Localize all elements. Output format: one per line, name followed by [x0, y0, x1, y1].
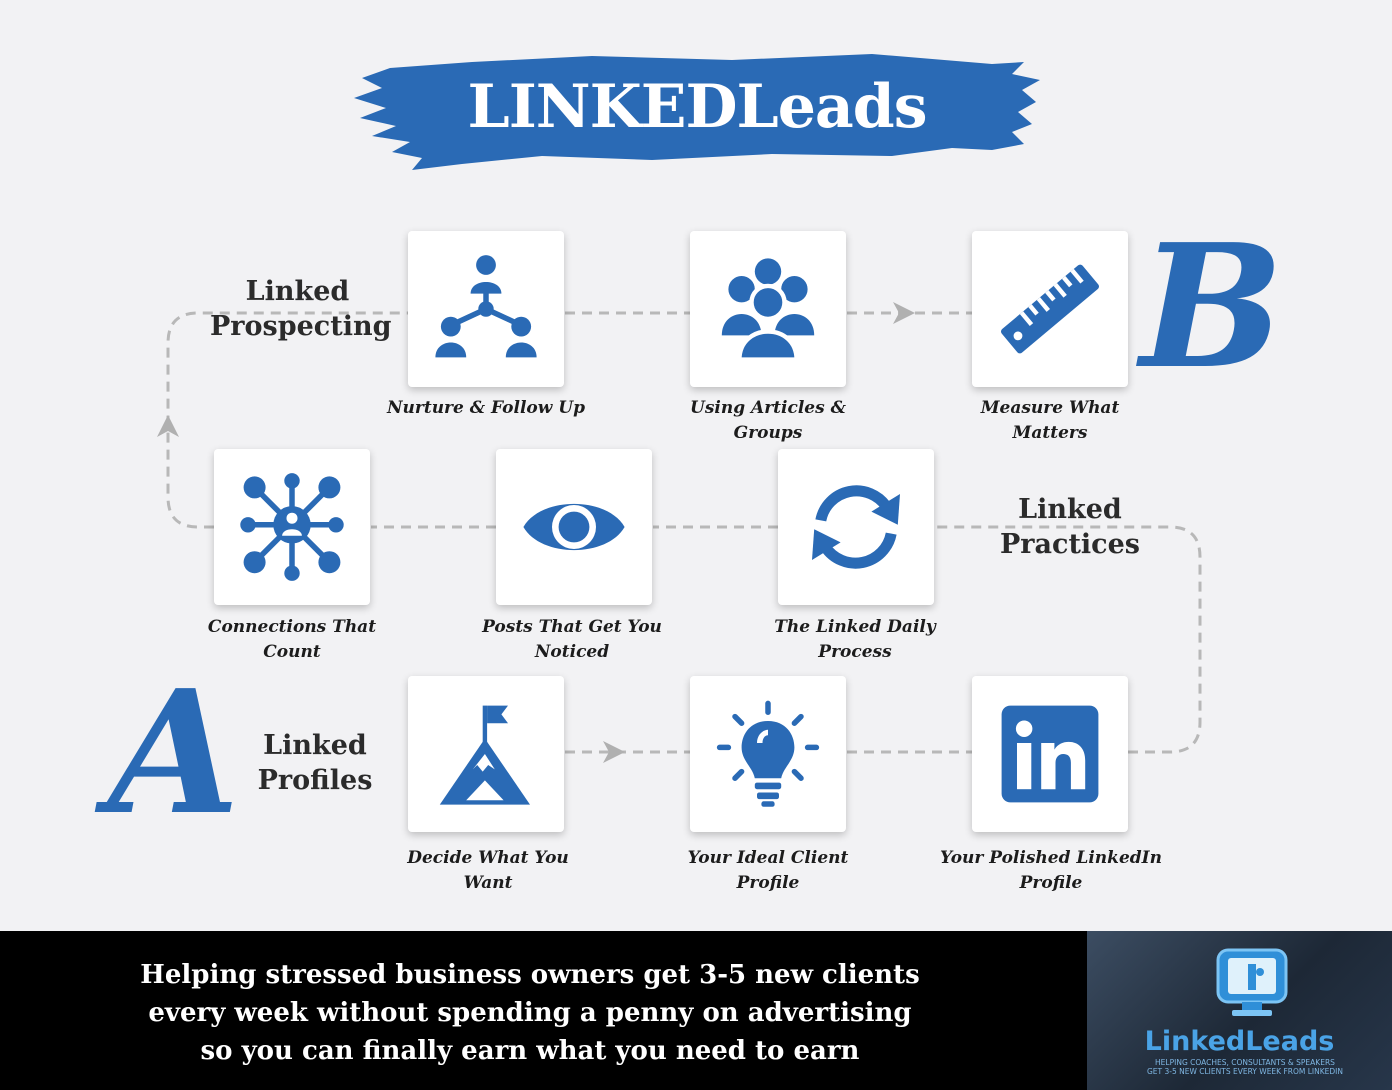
- arrow-top: [893, 302, 915, 324]
- refresh-icon: [812, 485, 900, 569]
- step-ideal-client-profile: [690, 676, 846, 832]
- arrow-left: [157, 415, 179, 437]
- footer-tagline: Helping stressed business owners get 3-5…: [120, 956, 940, 1070]
- caption-articles-groups: Using Articles & Groups: [690, 398, 846, 443]
- group-icon: [721, 258, 815, 362]
- network-icon: [240, 473, 344, 581]
- mountain-flag-icon: [439, 705, 530, 805]
- step-articles-groups: [690, 231, 846, 387]
- caption-linked-daily-process: The Linked Daily Process: [774, 617, 936, 662]
- linkedin-icon: [1001, 705, 1099, 803]
- footer-line-2: every week without spending a penny on a…: [148, 998, 912, 1028]
- caption-decide-what-you-want: Decide What You Want: [407, 848, 569, 893]
- ruler-icon: [1001, 264, 1099, 354]
- step-measure-what-matters: [972, 231, 1128, 387]
- brand-logo-name: LinkedLeads: [1144, 1026, 1335, 1057]
- caption-ideal-client-profile: Your Ideal Client Profile: [687, 848, 849, 893]
- section-a-letter: A: [108, 653, 240, 853]
- footer-line-1: Helping stressed business owners get 3-5…: [140, 960, 920, 990]
- eye-icon: [523, 503, 625, 551]
- section-prospecting-label: Linked Prospecting: [210, 276, 392, 342]
- lightbulb-icon: [716, 700, 820, 807]
- brand-logo-tagline: HELPING COACHES, CONSULTANTS & SPEAKERS …: [1140, 1058, 1350, 1076]
- step-polished-linkedin-profile: [972, 676, 1128, 832]
- org-chart-icon: [435, 255, 537, 358]
- step-posts-get-noticed: [496, 449, 652, 605]
- brand-logo-tagline-2: GET 3-5 NEW CLIENTS EVERY WEEK FROM LINK…: [1146, 1067, 1344, 1076]
- section-b-letter: B: [1140, 207, 1284, 407]
- flow-connectors: [157, 302, 1202, 763]
- title-brush-banner: [354, 54, 1040, 170]
- monitor-logo-icon: [1216, 948, 1288, 1016]
- section-b-label: Linked Practices: [999, 494, 1140, 560]
- caption-connections-that-count: Connections That Count: [207, 617, 377, 662]
- footer-line-3: so you can finally earn what you need to…: [200, 1036, 860, 1066]
- brand-logo-tagline-1: HELPING COACHES, CONSULTANTS & SPEAKERS: [1155, 1058, 1335, 1067]
- page-title: LINKEDLeads: [467, 72, 928, 142]
- step-nurture-follow-up: [408, 231, 564, 387]
- caption-measure-what-matters: Measure What Matters: [980, 398, 1120, 443]
- caption-polished-linkedin-profile: Your Polished LinkedIn Profile: [940, 848, 1162, 893]
- step-decide-what-you-want: [408, 676, 564, 832]
- caption-nurture-follow-up: Nurture & Follow Up: [386, 398, 586, 418]
- caption-posts-get-noticed: Posts That Get You Noticed: [482, 617, 662, 662]
- arrow-bottom: [603, 741, 625, 763]
- step-connections-that-count: [214, 449, 370, 605]
- step-linked-daily-process: [778, 449, 934, 605]
- section-a-label: Linked Profiles: [257, 730, 373, 796]
